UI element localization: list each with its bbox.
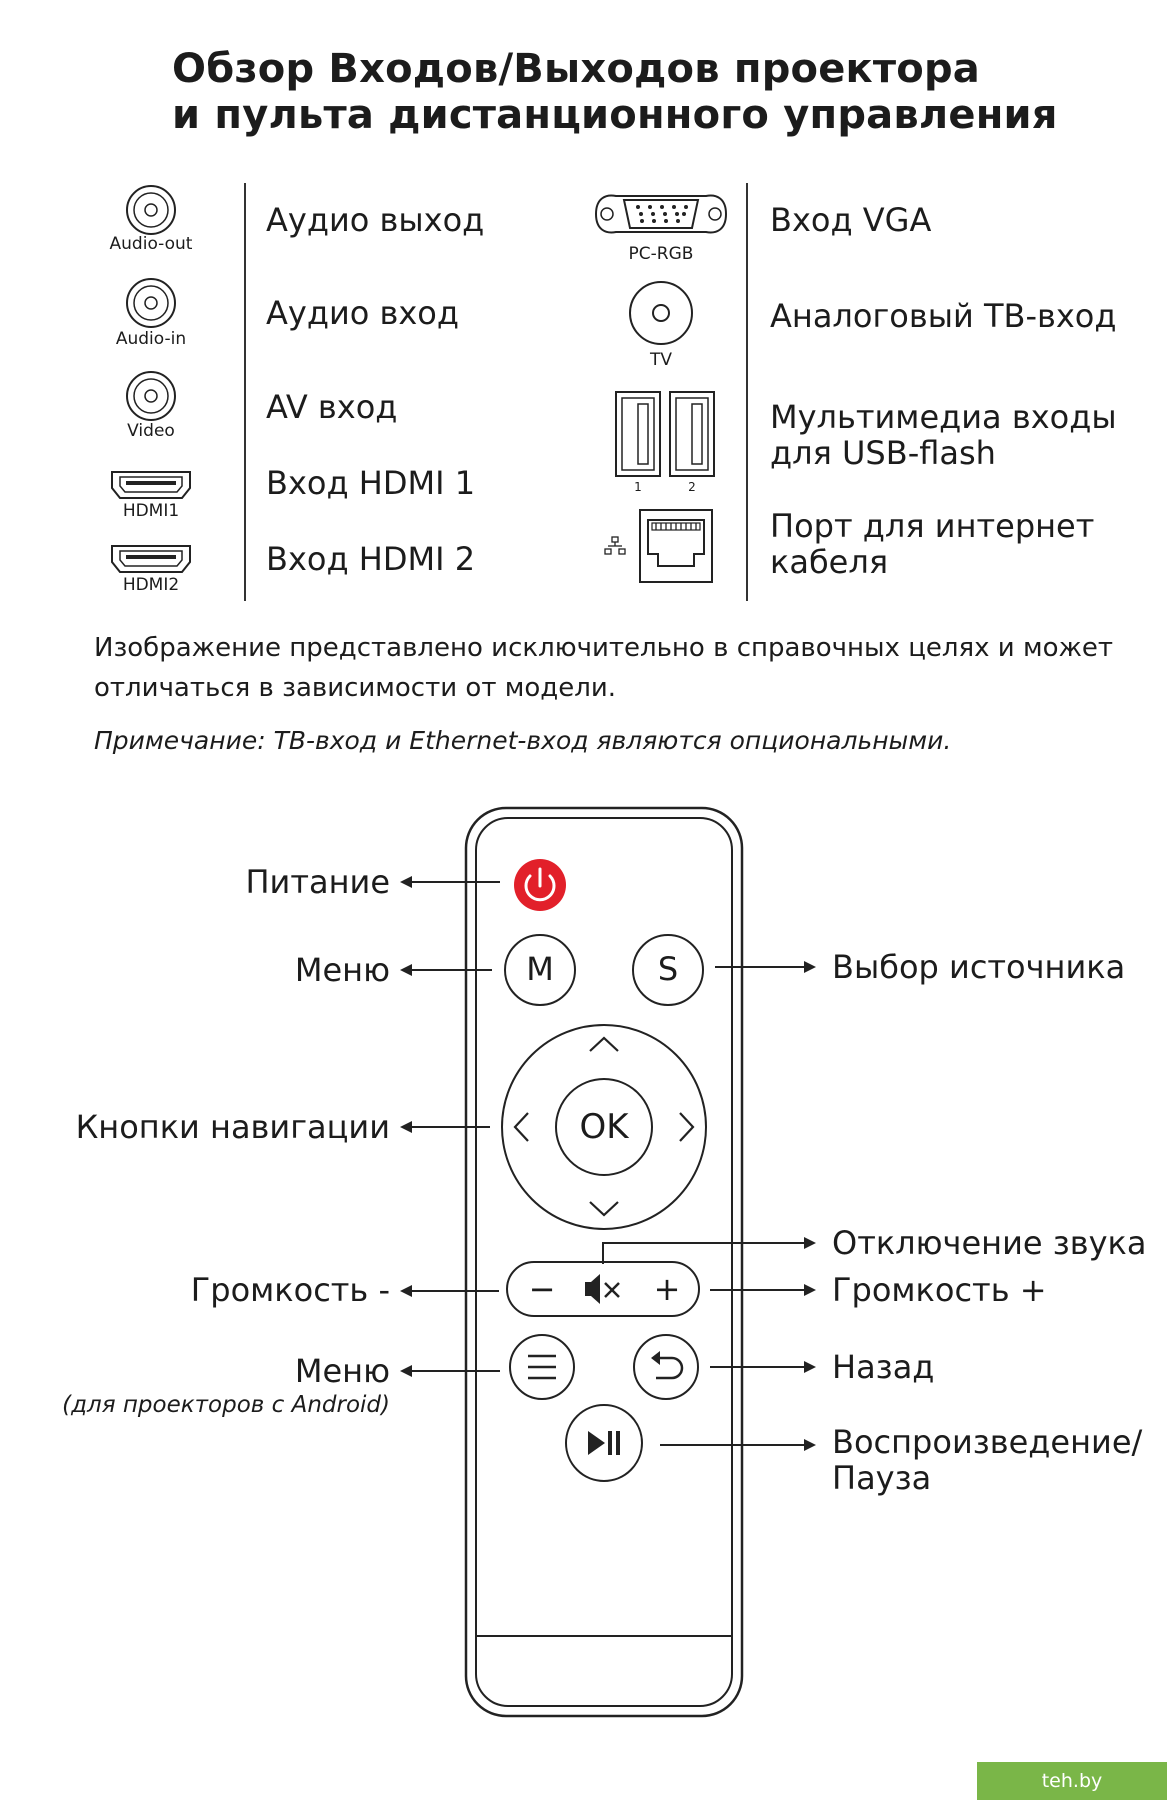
label-vol-down: Громкость -: [190, 1271, 390, 1309]
hdmi-port-icon: [111, 545, 191, 573]
nav-ring: [501, 1024, 707, 1230]
page-title: Обзор Входов/Выходов проектора и пульта …: [172, 46, 1058, 138]
nav-down-icon: [589, 1201, 619, 1217]
disclaimer-line-2: отличаться в зависимости от модели.: [94, 673, 617, 703]
label-source: Выбор источника: [832, 948, 1126, 986]
title-line-1: Обзор Входов/Выходов проектора: [172, 46, 980, 92]
label-android-menu-sub: (для проекторов с Android): [62, 1392, 390, 1418]
port-label-ethernet-1: Порт для интернет: [770, 507, 1095, 545]
port-small-label: Video: [127, 421, 175, 441]
port-label-usb-2: для USB-flash: [770, 434, 996, 472]
usb-port-number: 1: [634, 480, 642, 494]
play-pause-icon: [588, 1431, 620, 1455]
port-small-label: TV: [649, 350, 672, 370]
source-button-label[interactable]: S: [657, 950, 679, 988]
port-small-label: Audio-in: [115, 329, 187, 349]
port-label-audio-in: Аудио вход: [266, 294, 459, 332]
label-play-1: Воспроизведение/: [832, 1423, 1143, 1461]
port-label-audio-out: Аудио выход: [266, 201, 485, 239]
watermark-badge[interactable]: teh.by: [977, 1762, 1167, 1800]
play-pause-button: [565, 1404, 643, 1482]
android-menu-button: [509, 1334, 575, 1400]
port-small-label: PC-RGB: [628, 244, 694, 264]
tv-coax-icon: [629, 281, 693, 345]
divider-right: [746, 183, 748, 601]
network-icon: [604, 536, 626, 555]
menu-button-label[interactable]: M: [526, 950, 554, 988]
port-label-hdmi1: Вход HDMI 1: [266, 464, 476, 502]
port-label-usb-1: Мультимедиа входы: [770, 398, 1117, 436]
arrow-mute: [602, 1237, 816, 1264]
label-mute: Отключение звука: [832, 1224, 1147, 1262]
disclaimer: Изображение представлено исключительно в…: [94, 628, 1113, 708]
source-button: [632, 934, 704, 1006]
volume-up-button[interactable]: +: [653, 1270, 681, 1308]
hamburger-icon: [528, 1354, 556, 1380]
nav-left-icon: [513, 1112, 529, 1142]
back-icon: [655, 1356, 684, 1380]
mute-icon: [585, 1274, 600, 1304]
port-small-label: Audio-out: [109, 234, 193, 254]
hdmi-port-icon: [111, 471, 191, 499]
rca-jack-icon: [126, 185, 176, 235]
note: Примечание: ТВ-вход и Ethernet-вход явля…: [94, 726, 952, 755]
back-button: [633, 1334, 699, 1400]
port-label-ethernet-2: кабеля: [770, 543, 889, 581]
disclaimer-line-1: Изображение представлено исключительно в…: [94, 633, 1114, 663]
label-vol-up: Громкость +: [832, 1271, 1047, 1309]
nav-up-icon: [589, 1036, 619, 1052]
ok-button-label[interactable]: OK: [579, 1107, 629, 1147]
menu-button: [504, 934, 576, 1006]
port-small-label: HDMI1: [122, 501, 180, 521]
port-label-av: AV вход: [266, 388, 398, 426]
nav-right-icon: [679, 1112, 695, 1142]
vga-port-icon: [594, 194, 728, 234]
rca-jack-icon: [126, 371, 176, 421]
ok-button: [555, 1078, 653, 1176]
label-android-menu: Меню: [294, 1352, 390, 1390]
title-line-2: и пульта дистанционного управления: [172, 92, 1058, 138]
label-play-2: Пауза: [832, 1459, 932, 1497]
remote-body-inner: [475, 817, 733, 1707]
port-label-tv: Аналоговый ТВ-вход: [770, 297, 1117, 335]
port-label-hdmi2: Вход HDMI 2: [266, 540, 476, 578]
ethernet-port-icon: [639, 509, 713, 583]
label-power: Питание: [245, 863, 390, 901]
label-menu: Меню: [294, 951, 390, 989]
port-label-vga: Вход VGA: [770, 201, 932, 239]
rca-jack-icon: [126, 278, 176, 328]
port-small-label: HDMI2: [122, 575, 180, 595]
divider-left: [244, 183, 246, 601]
usb-ports-icon: [615, 391, 715, 477]
label-nav: Кнопки навигации: [75, 1108, 390, 1146]
label-back: Назад: [832, 1348, 935, 1386]
power-icon: [524, 874, 556, 902]
remote-body-outer: [464, 806, 744, 1718]
volume-down-button[interactable]: −: [528, 1270, 556, 1308]
usb-port-number: 2: [688, 480, 696, 494]
